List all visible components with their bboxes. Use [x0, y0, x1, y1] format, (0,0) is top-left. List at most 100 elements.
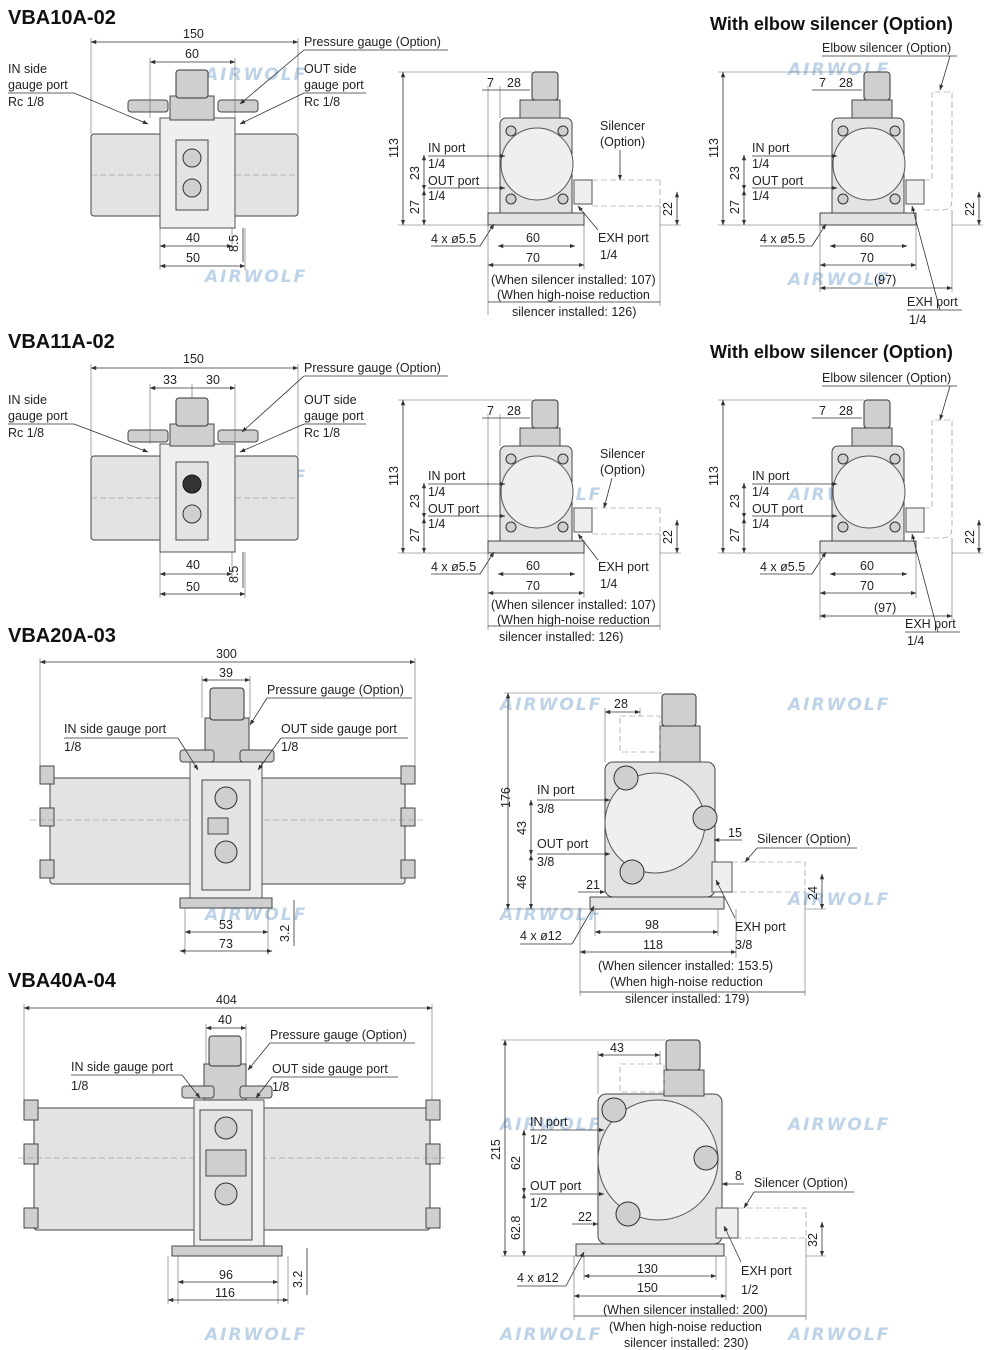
- dim-label: 43: [610, 1041, 624, 1055]
- dim-label: 404: [216, 993, 237, 1007]
- dim-label: 27: [408, 200, 422, 214]
- label-pressure-gauge: Pressure gauge (Option): [304, 35, 441, 49]
- dim-label: 300: [216, 647, 237, 661]
- label-in-port: IN port: [428, 469, 466, 483]
- gauge-left: [179, 749, 215, 763]
- label-rc: Rc 1/8: [304, 95, 340, 109]
- regulator-knob: [175, 69, 209, 99]
- section-title: VBA40A-04: [8, 970, 117, 992]
- cylinder-end: [832, 455, 906, 529]
- label-port-size: 1/4: [752, 157, 769, 171]
- regulator-body: [851, 99, 893, 119]
- regulator-body: [659, 725, 701, 763]
- dim-label: 4 x ø12: [517, 1271, 559, 1285]
- dim-label: 70: [526, 579, 540, 593]
- label-port-size: 1/8: [64, 740, 81, 754]
- dim-label: 22: [578, 1210, 592, 1224]
- note: silencer installed: 126): [499, 630, 623, 644]
- tie-rod-nut: [400, 859, 416, 879]
- dim-label: 150: [637, 1281, 658, 1295]
- dim-label: 118: [643, 938, 663, 952]
- dim-label: 4 x ø5.5: [431, 232, 476, 246]
- dim-label: 53: [219, 918, 233, 932]
- label-rc: Rc 1/8: [304, 426, 340, 440]
- valve-panel: [175, 461, 209, 541]
- label-exh-port: EXH port: [741, 1264, 792, 1278]
- label-port-size: 1/2: [530, 1133, 547, 1147]
- regulator-knob: [665, 1039, 701, 1071]
- base-plate: [487, 212, 585, 226]
- dim-label: 176: [499, 787, 513, 808]
- note: silencer installed: 179): [625, 992, 749, 1006]
- tie-rod-nut: [39, 859, 55, 879]
- label-out-port: OUT port: [428, 502, 480, 516]
- regulator-body: [851, 427, 893, 447]
- section-title: VBA11A-02: [8, 331, 115, 353]
- regulator-body: [169, 95, 215, 121]
- dim-label: 40: [218, 1013, 232, 1027]
- note: (When high-noise reduction: [497, 613, 650, 627]
- tie-rod-nut: [425, 1207, 441, 1229]
- dim-label: 27: [728, 528, 742, 542]
- watermark: AIRWOLF: [203, 65, 307, 85]
- label-out-side: OUT side gauge port: [272, 1062, 388, 1076]
- tie-rod-nut: [39, 807, 55, 827]
- port-indicator: [182, 504, 202, 524]
- dim-label: 24: [806, 886, 820, 900]
- base-plate: [575, 1243, 725, 1257]
- label-port-size: 1/2: [530, 1196, 547, 1210]
- gauge-right: [239, 1085, 273, 1099]
- dim-label: 23: [408, 494, 422, 508]
- dim-label: 15: [728, 826, 742, 840]
- gauge-right: [217, 429, 259, 443]
- dim-label: 3.2: [291, 1271, 305, 1288]
- label-port-size: 1/4: [428, 517, 445, 531]
- dim-label: 21: [586, 878, 600, 892]
- label-in-side: IN side: [8, 393, 47, 407]
- label-in-port: IN port: [428, 141, 466, 155]
- label-silencer: Silencer: [600, 119, 645, 133]
- label-exh-port: EXH port: [907, 295, 958, 309]
- label-exh-port: EXH port: [905, 617, 956, 631]
- regulator-body: [169, 423, 215, 447]
- label-port-size: 1/4: [752, 485, 769, 499]
- note: (When silencer installed: 107): [491, 273, 656, 287]
- label-silencer: Silencer (Option): [754, 1176, 848, 1190]
- dim-label: 32: [806, 1233, 820, 1247]
- label-out-port: OUT port: [752, 174, 804, 188]
- label-port-size: 1/8: [281, 740, 298, 754]
- dim-label: 40: [186, 231, 200, 245]
- label-port-size: 1/4: [752, 517, 769, 531]
- label-in-port: IN port: [752, 469, 790, 483]
- note: silencer installed: 126): [512, 305, 636, 319]
- label-silencer: Silencer: [600, 447, 645, 461]
- port-indicator: [214, 1116, 238, 1140]
- dim-label: 4 x ø12: [520, 929, 562, 943]
- tie-rod-nut: [23, 1207, 39, 1229]
- cylinder-end: [832, 127, 906, 201]
- note: (When high-noise reduction: [609, 1320, 762, 1334]
- dim-label: 7: [487, 76, 494, 90]
- elbow-title: With elbow silencer (Option): [710, 342, 953, 362]
- label-pressure-gauge: Pressure gauge (Option): [267, 683, 404, 697]
- label-port-size: 1/4: [752, 189, 769, 203]
- vba11-front-view: 150 33 30 40 50 8.5 Pressure gauge (Opti…: [8, 352, 448, 598]
- dim-label: 60: [860, 231, 874, 245]
- dim-label: 22: [661, 530, 675, 544]
- tie-rod-nut: [400, 765, 416, 785]
- dim-label: 46: [515, 875, 529, 889]
- dim-label: 113: [707, 466, 721, 486]
- watermark: AIRWOLF: [498, 695, 602, 715]
- label-port-size: 1/4: [600, 248, 617, 262]
- port-indicator: [214, 840, 238, 864]
- regulator-knob: [175, 397, 209, 427]
- dim-label: 130: [637, 1262, 658, 1276]
- dim-label: 28: [614, 697, 628, 711]
- label-port-size: 1/4: [600, 577, 617, 591]
- note: (When high-noise reduction: [497, 288, 650, 302]
- regulator-body: [519, 99, 561, 119]
- dim-label: 113: [387, 138, 401, 158]
- gauge-left: [181, 1085, 215, 1099]
- tie-rod-nut: [39, 765, 55, 785]
- watermark: AIRWOLF: [786, 695, 890, 715]
